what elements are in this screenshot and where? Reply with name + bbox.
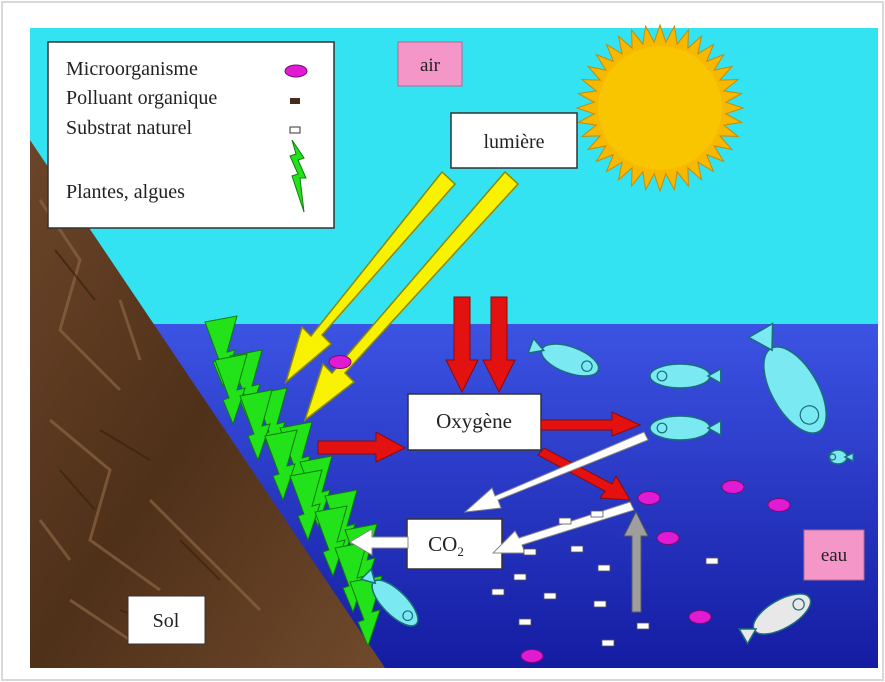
plant-blade — [239, 389, 273, 462]
oxygen-to-fish-arrow — [540, 411, 642, 437]
substrate-particle — [491, 588, 505, 596]
fish-icon — [747, 322, 827, 434]
substrate-particle — [705, 557, 719, 565]
microorganism-dot — [688, 610, 712, 624]
microorganism-dot — [520, 649, 544, 663]
substrate-particle — [601, 639, 615, 647]
air-label-box — [397, 41, 463, 87]
microorganism-dot — [767, 498, 791, 512]
fish-icon — [649, 415, 722, 441]
legend-label-pollutant: Polluant organique — [66, 87, 217, 109]
pollutant-icon — [290, 98, 300, 104]
legend-label-substrate: Substrat naturel — [66, 117, 193, 139]
plant-blade — [289, 469, 323, 542]
legend-label-plants: Plantes, algues — [66, 181, 185, 203]
plant-icon — [289, 139, 307, 213]
plant-blade — [264, 429, 298, 502]
light-arrows — [284, 170, 520, 423]
upward-gray-arrow — [623, 510, 649, 613]
substrate-particle — [570, 545, 584, 553]
fish-icon — [737, 593, 812, 646]
light-label: lumière — [483, 131, 544, 153]
substrate-particle — [518, 618, 532, 626]
legend: Microorganisme Polluant organique Substr… — [47, 41, 335, 229]
oxygen-input-arrows — [445, 296, 516, 394]
sun-icon — [575, 23, 745, 193]
oxygen-to-microorganisms-arrow — [537, 447, 631, 501]
oxygen-label-box — [407, 393, 542, 451]
substrate-particle — [543, 592, 557, 600]
air-label: air — [420, 55, 441, 76]
fish-icon — [649, 363, 722, 389]
substrate-particle — [590, 510, 604, 518]
plant-blade — [214, 353, 248, 426]
plants-to-oxygen-arrow — [317, 431, 407, 463]
fish-group — [359, 322, 855, 646]
oxygen-label: Oxygène — [436, 409, 512, 433]
microorganism-dot — [721, 480, 745, 494]
legend-label-microorganism: Microorganisme — [66, 58, 198, 80]
substrate-particle — [513, 573, 527, 581]
soil-label: Sol — [153, 610, 180, 632]
substrate-particle — [558, 517, 572, 525]
substrate-particle — [597, 564, 611, 572]
light-label-box — [450, 112, 578, 169]
substrate-particle — [593, 600, 607, 608]
substrate-icon — [289, 126, 301, 134]
fish-icon — [828, 449, 855, 465]
substrate-particle — [636, 622, 650, 630]
microorganism-icon — [284, 64, 308, 78]
fish-icon — [359, 567, 419, 627]
water-label-box — [803, 529, 865, 581]
co2-label-box — [406, 518, 503, 570]
fish-icon — [527, 336, 600, 377]
co2-label: CO2 — [428, 532, 464, 559]
soil-label-box — [127, 595, 206, 645]
microorganism-dot — [637, 491, 661, 505]
microorganism-dot — [656, 531, 680, 545]
water-label: eau — [821, 545, 848, 566]
particles — [328, 355, 791, 663]
substrate-particle — [523, 548, 537, 556]
soil-slope — [30, 140, 385, 668]
microorganism-dot — [328, 355, 352, 369]
